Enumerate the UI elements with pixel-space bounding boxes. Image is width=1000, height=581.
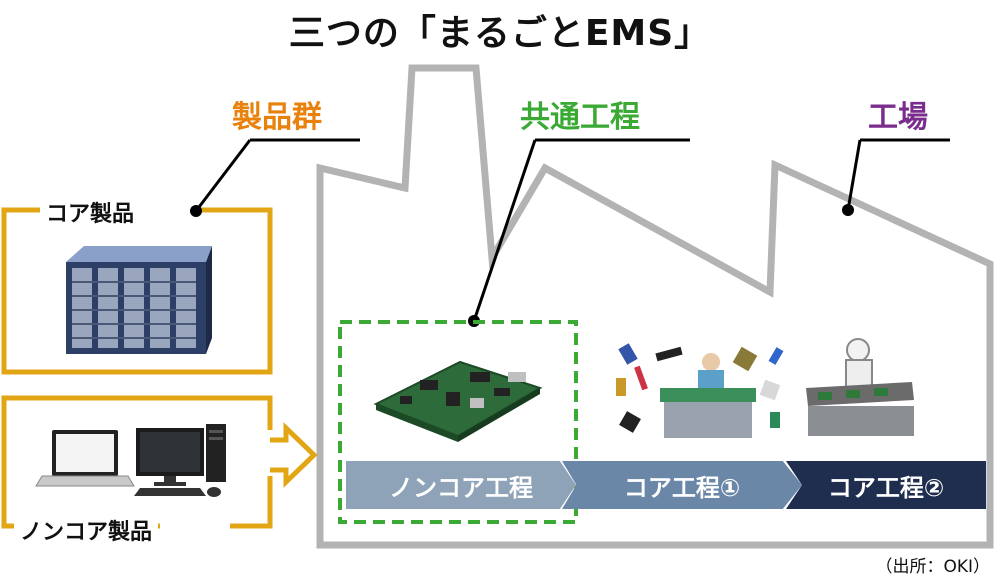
components-icon: [616, 343, 784, 433]
step-core-process-2: コア工程②: [786, 461, 986, 509]
source-note: （出所：OKI）: [875, 557, 990, 577]
common-process-box: [338, 320, 578, 524]
laptop-icon: [35, 430, 135, 487]
flow-arrow: [270, 422, 318, 488]
label-noncore-product: ノンコア製品: [14, 514, 159, 546]
factory-dot: [842, 204, 854, 216]
products-leader: [194, 139, 252, 212]
diagram-title: 三つの「まるごとEMS」: [288, 13, 712, 54]
server-rack-icon: [66, 246, 212, 354]
circuit-board-icon: [373, 360, 543, 442]
factory-worker-icon: [660, 353, 756, 438]
products-dot: [190, 205, 202, 217]
factory-leader: [846, 139, 862, 211]
factory-outline: [316, 64, 994, 549]
label-product-group: 製品群: [232, 100, 322, 135]
label-factory: 工場: [868, 100, 928, 135]
step-noncore-process: ノンコア工程: [346, 461, 576, 509]
label-common-process: 共通工程: [520, 100, 640, 135]
core-product-frame: [1, 207, 273, 375]
step-core-process-1: コア工程①: [562, 461, 802, 509]
conveyor-icon: [806, 338, 914, 436]
label-core-product: コア製品: [40, 196, 141, 228]
common-leader: [472, 139, 537, 322]
desktop-pc-icon: [134, 424, 226, 497]
